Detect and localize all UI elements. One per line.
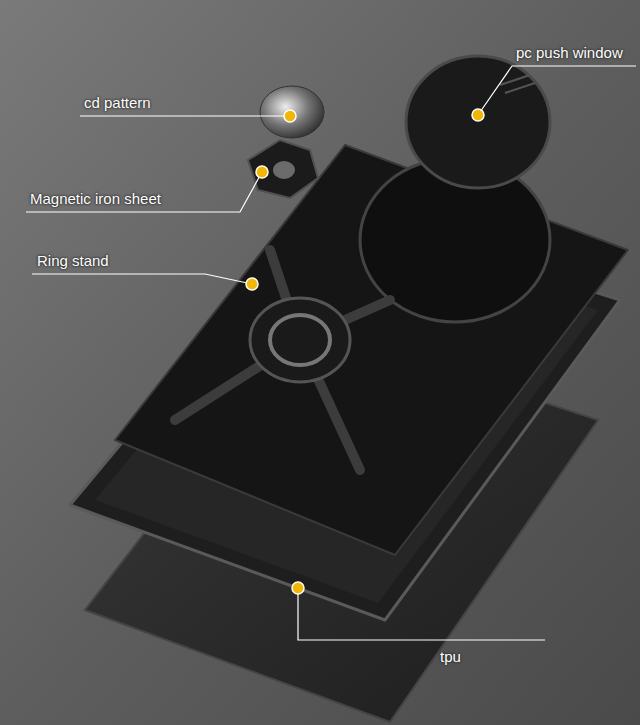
leader-line	[26, 172, 262, 212]
window-ridge	[505, 83, 535, 93]
ring-stand-frame	[175, 250, 390, 470]
leader-line	[298, 588, 545, 640]
ring	[270, 315, 330, 365]
callout-dot	[246, 278, 258, 290]
ring-stand	[250, 298, 350, 382]
callout-dot	[256, 166, 268, 178]
leader-line	[80, 115, 290, 116]
push-window	[406, 56, 550, 188]
sheet-hole	[273, 161, 295, 179]
part-label: Magnetic iron sheet	[30, 190, 161, 208]
part-label: pc push window	[516, 44, 623, 62]
cd-disc	[260, 86, 324, 138]
leader-line	[32, 274, 252, 284]
callout-dot	[292, 582, 304, 594]
magnetic-sheet	[248, 140, 318, 198]
leader-line	[478, 66, 636, 115]
callout-dot	[472, 109, 484, 121]
part-label: tpu	[440, 648, 461, 666]
armor-plate	[115, 145, 628, 555]
callout-dot	[284, 110, 296, 122]
part-label: cd pattern	[84, 94, 151, 112]
leader-lines	[26, 66, 636, 640]
callout-dots	[246, 109, 484, 594]
part-label: Ring stand	[37, 252, 109, 270]
